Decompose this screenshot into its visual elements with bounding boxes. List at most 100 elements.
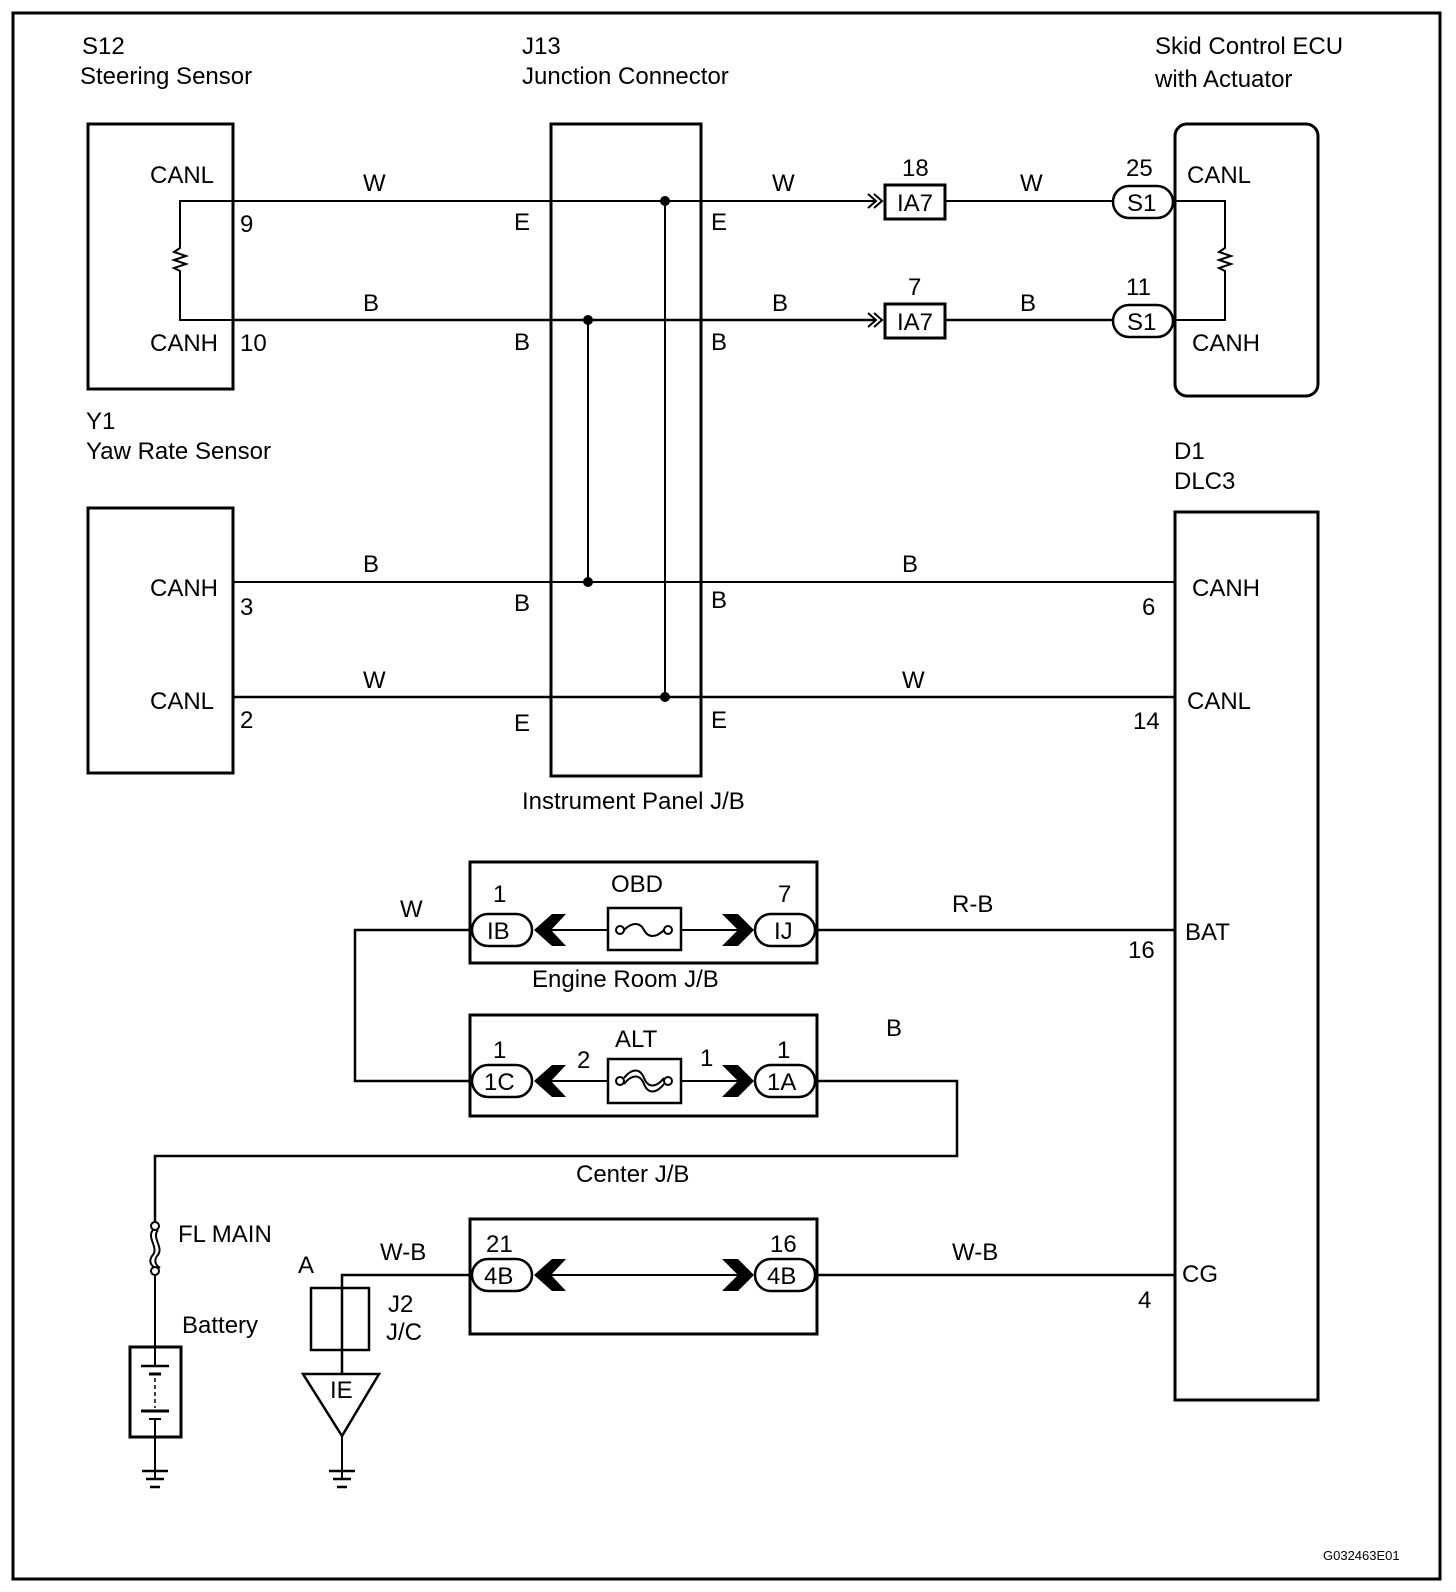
- wire-color-label: W: [902, 667, 925, 694]
- fuse-terminal: [663, 1076, 673, 1086]
- dlc3-cg-label: CG: [1182, 1261, 1218, 1288]
- connector-arrow-icon: [722, 914, 754, 946]
- ground-point-label: IE: [330, 1377, 353, 1404]
- fuse-pin: 1: [700, 1045, 713, 1072]
- wire-color-label: W: [363, 170, 386, 197]
- wire-color-label: W: [772, 170, 795, 197]
- connector-pin: 7: [908, 274, 921, 301]
- skid-ecu-box: [1173, 122, 1320, 398]
- connector-arrow-icon: [867, 193, 884, 209]
- inline-connector-ia7-18: IA7 18: [867, 155, 947, 221]
- junction-connector-code: J13: [522, 33, 561, 60]
- yaw-sensor-canh-label: CANH: [150, 575, 218, 602]
- dlc3-pin-14: 14: [1133, 708, 1160, 735]
- dlc3-pin-4: 4: [1138, 1287, 1151, 1314]
- jc-name: J/C: [386, 1319, 422, 1346]
- connector-pin: 11: [1126, 274, 1151, 301]
- fuse-name: ALT: [615, 1026, 658, 1053]
- connector-pin: 1: [493, 881, 506, 908]
- junction-terminal-e: E: [711, 209, 727, 236]
- steering-sensor: CANL CANH 9 10: [86, 122, 267, 391]
- yaw-sensor-pin-3: 3: [240, 594, 253, 621]
- connector-arrow-icon: [867, 312, 884, 328]
- wire-wb-to-ground: [340, 1273, 472, 1374]
- connector-arrow-icon: [534, 1065, 566, 1097]
- steering-sensor-pin-9: 9: [240, 211, 253, 238]
- dlc3-canh-label: CANH: [1192, 575, 1260, 602]
- fuse-pin: 2: [577, 1047, 590, 1074]
- yaw-sensor-box: [86, 506, 235, 775]
- engine-room-jb: IB 1 OBD IJ 7: [468, 860, 819, 965]
- wire-color-label: B: [363, 290, 379, 317]
- junction-terminal-b: B: [514, 329, 530, 356]
- fuse-terminal: [150, 1221, 160, 1231]
- wire-color-label: B: [1020, 290, 1036, 317]
- termination-resistor-icon: [1175, 200, 1235, 321]
- wire-color-label: B: [886, 1015, 902, 1042]
- fusible-link-icon: [154, 1229, 161, 1269]
- connector-oval: [753, 1257, 817, 1293]
- connector-oval: [1111, 303, 1175, 339]
- dlc3-name: DLC3: [1174, 468, 1235, 495]
- dlc3-bat-label: BAT: [1185, 919, 1230, 946]
- dlc3-connector: CANH CANL BAT CG 6 14 16 4: [1128, 510, 1320, 1402]
- connector-arrow-icon: [534, 1259, 566, 1291]
- connector-code: IJ: [774, 918, 793, 945]
- connector-pin: 16: [770, 1231, 797, 1258]
- skid-control-ecu: CANL CANH: [1173, 122, 1320, 398]
- wire-alt-to-battery: [153, 1079, 959, 1222]
- wire-color-label: B: [363, 551, 379, 578]
- ecu-connector-s1-25: S1 25: [1111, 155, 1175, 220]
- dlc3-code: D1: [1174, 438, 1205, 465]
- steering-sensor-pin-10: 10: [240, 330, 267, 357]
- connector-pin: 1: [777, 1037, 790, 1064]
- wire-color-label: W-B: [380, 1239, 426, 1266]
- skid-ecu-title-line2: with Actuator: [1154, 66, 1292, 93]
- yaw-rate-sensor: CANH CANL 3 2: [86, 506, 253, 775]
- wire-color-label: R-B: [952, 891, 993, 918]
- center-jb-label: Center J/B: [576, 1161, 689, 1188]
- wire-color-label: B: [772, 290, 788, 317]
- junction-terminal-e: E: [711, 707, 727, 734]
- junction-terminal-b: B: [711, 587, 727, 614]
- steering-sensor-code: S12: [82, 33, 125, 60]
- junction-terminal-b: B: [514, 590, 530, 617]
- wire-color-label: W: [400, 896, 423, 923]
- dlc3-box: [1173, 510, 1320, 1402]
- ecu-connector-s1-11: S1 11: [1111, 274, 1175, 339]
- connector-arrow-icon: [722, 1065, 754, 1097]
- connector-code: IB: [487, 918, 510, 945]
- steering-sensor-canh-label: CANH: [150, 330, 218, 357]
- connector-arrow-icon: [722, 1259, 754, 1291]
- battery-label: Battery: [182, 1312, 258, 1339]
- dlc3-pin-16: 16: [1128, 937, 1155, 964]
- dlc3-pin-6: 6: [1142, 594, 1155, 621]
- connector-code: IA7: [897, 190, 933, 217]
- ground-jb: 4B 21 4B 16: [468, 1217, 819, 1336]
- connector-pin: 21: [486, 1231, 513, 1258]
- ground-jb-box: [468, 1217, 819, 1336]
- fusible-link-icon: [623, 1069, 665, 1087]
- fuse-terminal: [615, 1076, 625, 1086]
- wire-color-label: B: [902, 551, 918, 578]
- engine-room-jb-box: [468, 860, 819, 965]
- dlc3-canl-label: CANL: [1187, 688, 1251, 715]
- connector-arrow-icon: [534, 914, 566, 946]
- figure-id: G032463E01: [1323, 1548, 1400, 1563]
- skid-ecu-canh-label: CANH: [1192, 330, 1260, 357]
- fusible-link-icon: [149, 1229, 156, 1269]
- wire-color-label: W: [363, 667, 386, 694]
- battery: Battery: [128, 1312, 258, 1480]
- connector-oval: [753, 912, 817, 948]
- fuse-name: OBD: [611, 871, 663, 898]
- connector-pin: 7: [778, 881, 791, 908]
- steering-sensor-canl-label: CANL: [150, 162, 214, 189]
- junction-terminal-e: E: [514, 209, 530, 236]
- connector-oval: [1111, 184, 1175, 220]
- fuse-terminal: [615, 925, 625, 935]
- inline-connector-ia7-7: IA7 7: [867, 274, 947, 340]
- termination-resistor-icon: [170, 200, 233, 321]
- junction-terminal-e: E: [514, 710, 530, 737]
- fl-main-label: FL MAIN: [178, 1221, 272, 1248]
